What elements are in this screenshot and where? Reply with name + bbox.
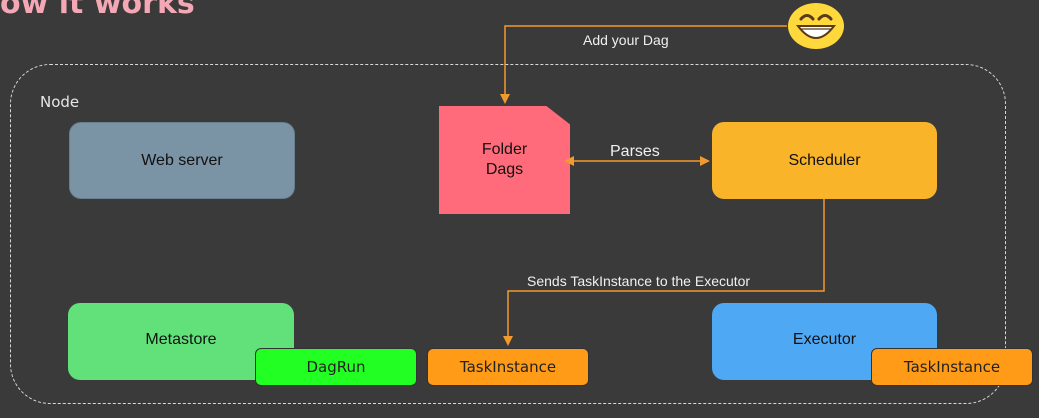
metastore-label: Metastore bbox=[145, 331, 217, 348]
folder-dags-shape: Folder Dags bbox=[439, 106, 570, 214]
add-dag-label: Add your Dag bbox=[583, 32, 669, 48]
dagrun-tag: DagRun bbox=[255, 348, 417, 386]
task-instance-tag-executor: TaskInstance bbox=[871, 348, 1033, 386]
parses-label: Parses bbox=[610, 143, 660, 160]
add-dag-arrow bbox=[500, 25, 787, 104]
sends-task-arrow bbox=[503, 199, 825, 346]
web-server-box: Web server bbox=[69, 122, 295, 199]
folder-label-line1: Folder bbox=[481, 141, 528, 158]
page-title: ow it works bbox=[0, 0, 195, 21]
executor-box: Executor bbox=[712, 303, 937, 380]
web-server-label: Web server bbox=[141, 151, 223, 169]
node-label: Node bbox=[40, 93, 80, 111]
node-boundary bbox=[10, 64, 1006, 404]
scheduler-label: Scheduler bbox=[788, 151, 861, 169]
grinning-face-icon bbox=[788, 3, 844, 49]
sends-task-label: Sends TaskInstance to the Executor bbox=[527, 273, 751, 289]
folder-label-line2: Dags bbox=[485, 161, 524, 178]
executor-label: Executor bbox=[792, 331, 857, 348]
scheduler-box: Scheduler bbox=[712, 122, 937, 199]
task-instance-tag-pending: TaskInstance bbox=[427, 348, 589, 386]
